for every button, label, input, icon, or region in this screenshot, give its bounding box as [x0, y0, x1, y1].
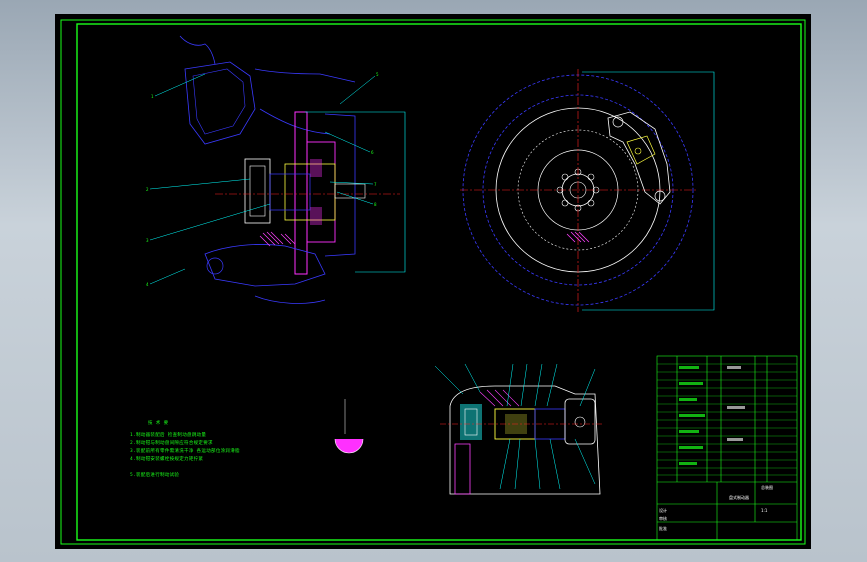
cad-drawing: 1 2 3 4 5 6 7 8	[60, 19, 806, 545]
notes-line-1: 1.制动器装配后 检查制动盘跳动量	[130, 433, 207, 438]
title-approver: 批准	[659, 526, 667, 531]
balloon-5: 5	[376, 72, 379, 77]
balloon-4: 4	[146, 282, 149, 287]
balloon-8: 8	[374, 202, 377, 207]
title-name: 盘式制动器	[729, 495, 749, 500]
title-checker: 审核	[659, 516, 667, 521]
notes-title: 技 术 要	[148, 421, 169, 426]
section-symbol	[334, 399, 364, 454]
title-designer: 设计	[659, 508, 667, 513]
title-block-rows	[657, 363, 797, 476]
balloon-1: 1	[151, 94, 154, 99]
title-block	[656, 355, 798, 541]
notes-line-5: 5.装配后进行制动试验	[130, 473, 180, 478]
inner-border	[76, 23, 802, 541]
left-section-view: 1 2 3 4 5 6 7 8	[146, 35, 406, 304]
outer-border	[60, 19, 806, 545]
title-scale: 1:1	[761, 508, 768, 513]
disc-front-view	[460, 69, 715, 312]
balloon-2: 2	[146, 187, 149, 192]
notes-line-3: 3.装配前所有零件需清洗干净 各运动部位涂润滑脂	[130, 449, 240, 454]
drawing-viewport[interactable]: 1 2 3 4 5 6 7 8	[55, 14, 811, 549]
title-drawing-no: 总装图	[761, 485, 773, 490]
notes-line-2: 2.制动钳与制动盘间隙应符合规定要求	[130, 441, 213, 446]
caliper-section-view	[434, 363, 603, 495]
balloon-3: 3	[146, 238, 149, 243]
balloon-7: 7	[374, 182, 377, 187]
balloon-6: 6	[371, 150, 374, 155]
notes-line-4: 4.制动钳安装螺栓按规定力矩拧紧	[130, 457, 204, 462]
parts-list-marks	[679, 366, 745, 465]
